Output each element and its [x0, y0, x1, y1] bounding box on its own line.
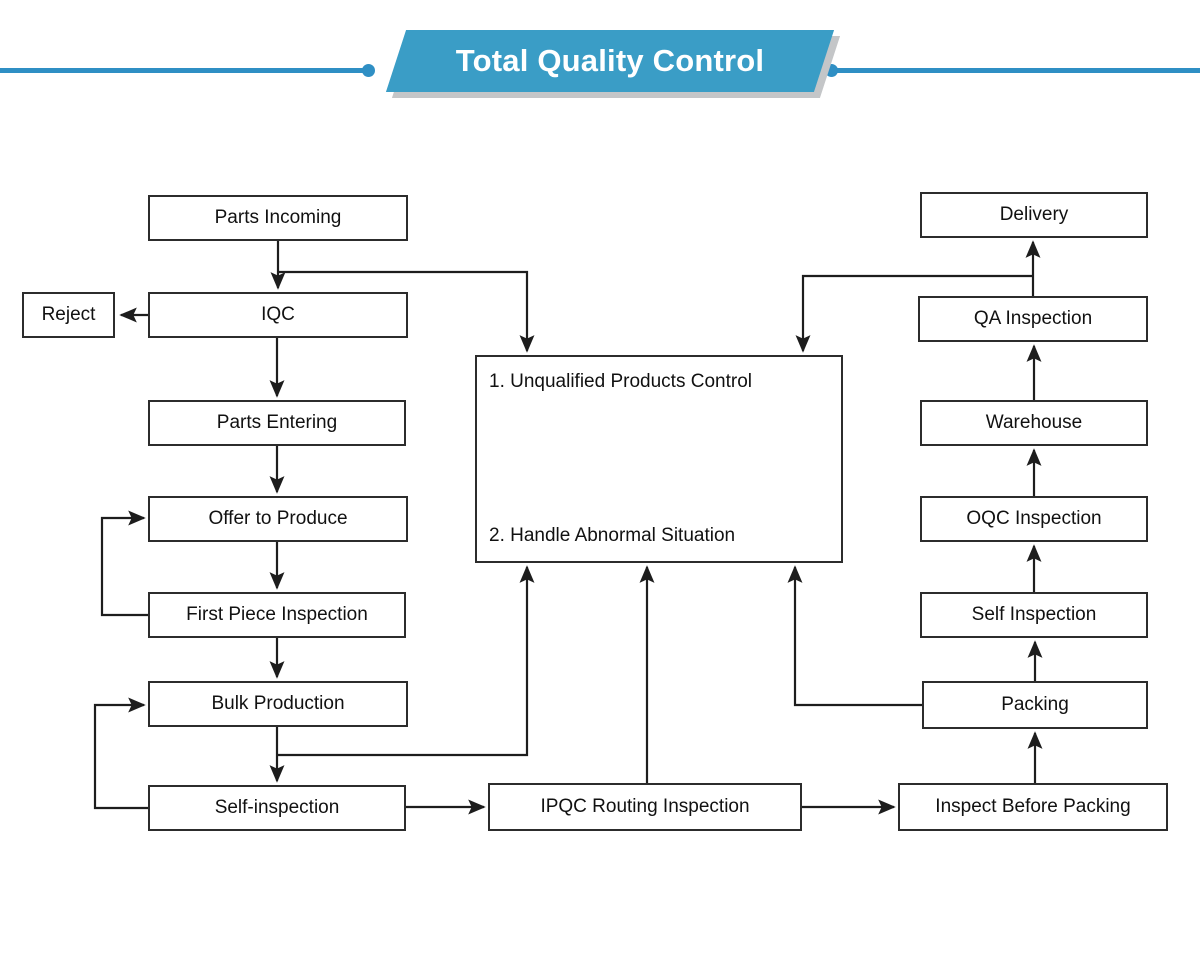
node-parts-incoming[interactable]: Parts Incoming: [148, 195, 408, 241]
node-oqc-inspection[interactable]: OQC Inspection: [920, 496, 1148, 542]
node-bulk-production[interactable]: Bulk Production: [148, 681, 408, 727]
node-self-inspection-left[interactable]: Self-inspection: [148, 785, 406, 831]
node-qa-inspection[interactable]: QA Inspection: [918, 296, 1148, 342]
node-self-inspection-right[interactable]: Self Inspection: [920, 592, 1148, 638]
control-box-line-1: 1. Unqualified Products Control: [489, 371, 752, 392]
node-label: Self Inspection: [971, 604, 1097, 625]
page-header: Total Quality Control: [0, 0, 1200, 120]
node-label: OQC Inspection: [966, 508, 1102, 529]
node-delivery[interactable]: Delivery: [920, 192, 1148, 238]
node-label: Offer to Produce: [208, 508, 348, 529]
page-title: Total Quality Control: [455, 43, 765, 78]
node-inspect-before-packing[interactable]: Inspect Before Packing: [898, 783, 1168, 831]
node-offer-to-produce[interactable]: Offer to Produce: [148, 496, 408, 542]
node-unqualified-products-control[interactable]: 1. Unqualified Products Control 2. Handl…: [475, 355, 843, 563]
node-reject[interactable]: Reject: [22, 292, 115, 338]
node-iqc[interactable]: IQC: [148, 292, 408, 338]
header-dot-left-icon: [362, 64, 375, 77]
node-ipqc-routing-inspection[interactable]: IPQC Routing Inspection: [488, 783, 802, 831]
header-rule-left: [0, 68, 372, 73]
node-label: IQC: [261, 304, 295, 325]
node-label: Parts Entering: [216, 412, 338, 433]
node-label: Bulk Production: [211, 693, 345, 714]
node-packing[interactable]: Packing: [922, 681, 1148, 729]
header-rule-right: [828, 68, 1200, 73]
node-label: First Piece Inspection: [186, 604, 368, 625]
node-first-piece-inspection[interactable]: First Piece Inspection: [148, 592, 406, 638]
node-label: Parts Incoming: [214, 207, 342, 228]
node-label: Inspect Before Packing: [935, 796, 1131, 817]
node-parts-entering[interactable]: Parts Entering: [148, 400, 406, 446]
node-label: IPQC Routing Inspection: [540, 796, 750, 817]
node-label: Self-inspection: [214, 797, 340, 818]
control-box-line-2: 2. Handle Abnormal Situation: [489, 525, 736, 546]
node-warehouse[interactable]: Warehouse: [920, 400, 1148, 446]
node-label: QA Inspection: [973, 308, 1093, 329]
node-label: Reject: [41, 304, 96, 325]
node-label: Packing: [1001, 694, 1069, 715]
node-label: Warehouse: [985, 412, 1083, 433]
node-label: Delivery: [999, 204, 1069, 225]
